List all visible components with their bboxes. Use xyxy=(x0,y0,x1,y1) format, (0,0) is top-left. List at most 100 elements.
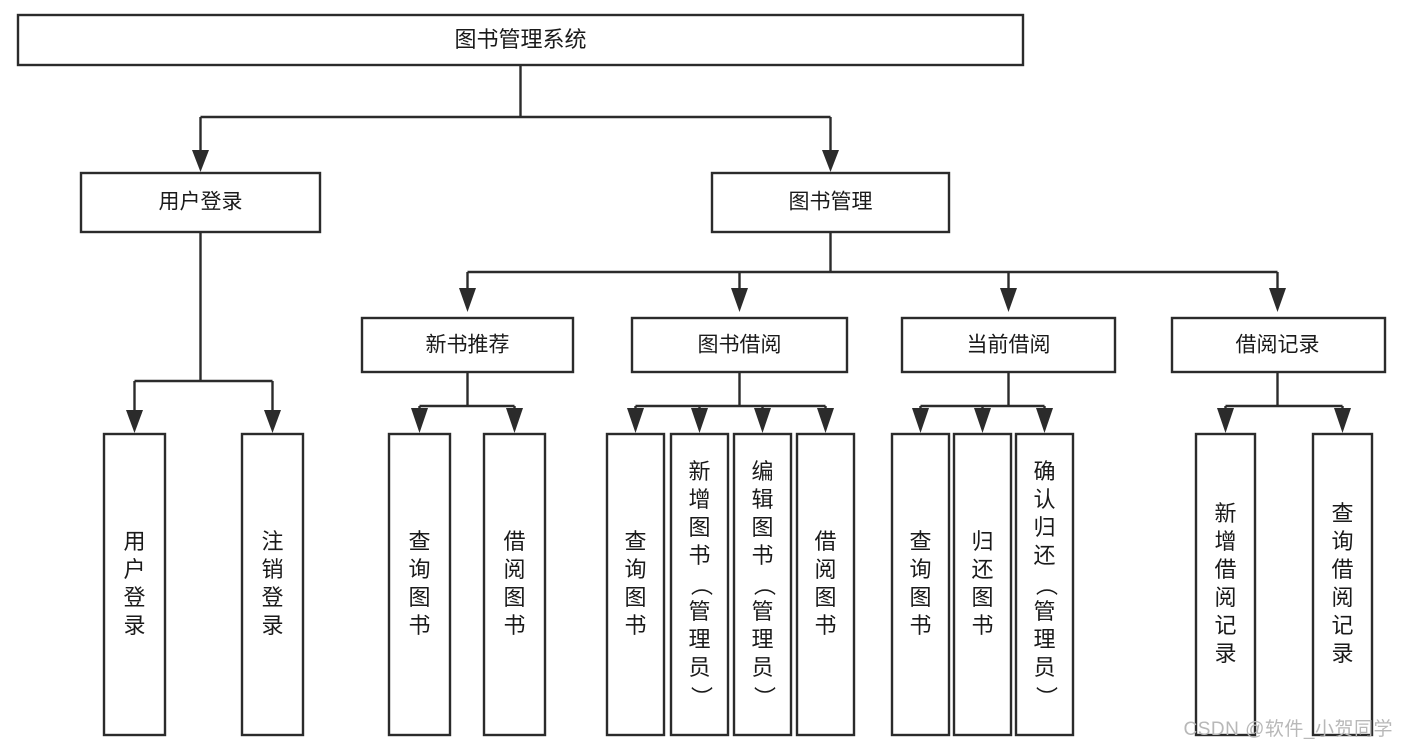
svg-text:员: 员 xyxy=(688,655,710,680)
node-book-management[interactable]: 图书管理 xyxy=(710,171,951,234)
svg-text:（: （ xyxy=(1034,574,1059,596)
leaf-nb-query-book-box[interactable] xyxy=(387,432,452,737)
node-user-login-label: 用户登录 xyxy=(159,191,243,214)
node-root-box[interactable] xyxy=(16,13,1025,67)
leaf-cb-query-book-box[interactable] xyxy=(890,432,951,737)
svg-text:书: 书 xyxy=(408,613,430,638)
arrow-head-borrow-record xyxy=(1269,288,1286,312)
svg-text:（: （ xyxy=(689,574,714,596)
leaf-bb-query-book-box[interactable] xyxy=(605,432,666,737)
svg-text:图: 图 xyxy=(624,585,646,610)
leaf-bb-borrow-book-box[interactable] xyxy=(795,432,856,737)
node-book-borrow-box[interactable] xyxy=(630,316,849,374)
svg-text:增: 增 xyxy=(688,487,710,512)
svg-text:查: 查 xyxy=(909,529,931,554)
leaf-cb-confirm-return-box[interactable] xyxy=(1014,432,1075,737)
svg-text:认: 认 xyxy=(1033,487,1055,512)
leaf-nb-borrow-book-box[interactable] xyxy=(482,432,547,737)
node-new-book-recommend-box[interactable] xyxy=(360,316,575,374)
connectors-group xyxy=(126,65,1351,433)
node-borrow-record-box[interactable] xyxy=(1170,316,1387,374)
leaf-br-add-record-box[interactable] xyxy=(1194,432,1257,737)
svg-text:增: 增 xyxy=(1214,529,1236,554)
arrow-head-bb-leaf-3 xyxy=(754,408,771,433)
leaf-cb-return-book-box[interactable] xyxy=(952,432,1013,737)
arrow-head-bb-leaf-1 xyxy=(627,408,644,433)
leaf-bb-add-book-box[interactable] xyxy=(669,432,730,737)
csdn-watermark: CSDN @软件_小贺同学 xyxy=(1183,719,1393,740)
svg-text:还: 还 xyxy=(971,557,993,582)
arrow-head-bb-leaf-4 xyxy=(817,408,834,433)
leaf-br-query-record-box[interactable] xyxy=(1311,432,1374,737)
svg-text:）: ） xyxy=(752,686,777,708)
node-user-login[interactable]: 用户登录 xyxy=(79,171,322,234)
svg-text:销: 销 xyxy=(261,557,283,582)
svg-text:书: 书 xyxy=(624,613,646,638)
arrow-head-nb-leaf-2 xyxy=(506,408,523,433)
leaf-node-user-login[interactable]: 用户登录 xyxy=(102,432,167,737)
svg-text:归: 归 xyxy=(971,529,993,554)
svg-text:图: 图 xyxy=(408,585,430,610)
leaf-bb-edit-book-box[interactable] xyxy=(732,432,793,737)
svg-text:登: 登 xyxy=(261,585,283,610)
svg-text:书: 书 xyxy=(503,613,525,638)
node-current-borrow-label: 当前借阅 xyxy=(967,334,1051,357)
node-current-borrow[interactable]: 当前借阅 xyxy=(900,316,1117,374)
svg-text:）: ） xyxy=(689,686,714,708)
arrow-head-cb-leaf-3 xyxy=(1036,408,1053,433)
svg-text:录: 录 xyxy=(1331,641,1353,666)
svg-text:归: 归 xyxy=(1033,515,1055,540)
node-root-book-management-system[interactable]: 图书管理系统 xyxy=(16,13,1025,67)
leaf-logout-box[interactable] xyxy=(240,432,305,737)
arrow-head-current-borrow xyxy=(1000,288,1017,312)
arrow-head-br-leaf-1 xyxy=(1217,408,1234,433)
node-user-login-box[interactable] xyxy=(79,171,322,234)
svg-text:记: 记 xyxy=(1214,613,1236,638)
node-new-book-recommend[interactable]: 新书推荐 xyxy=(360,316,575,374)
svg-text:借: 借 xyxy=(503,529,525,554)
svg-text:图: 图 xyxy=(751,515,773,540)
node-book-borrow[interactable]: 图书借阅 xyxy=(630,316,849,374)
svg-text:管: 管 xyxy=(688,599,710,624)
arrow-head-book-mgmt xyxy=(822,150,839,172)
node-borrow-record[interactable]: 借阅记录 xyxy=(1170,316,1387,374)
svg-text:管: 管 xyxy=(1033,599,1055,624)
svg-text:辑: 辑 xyxy=(751,487,773,512)
arrow-head-bb-leaf-2 xyxy=(691,408,708,433)
svg-text:借: 借 xyxy=(814,529,836,554)
leaf-user-login-box[interactable] xyxy=(102,432,167,737)
arrow-head-new-book xyxy=(459,288,476,312)
arrow-head-leaf-logout xyxy=(264,410,281,433)
arrow-head-user-login xyxy=(192,150,209,172)
svg-text:借: 借 xyxy=(1214,557,1236,582)
node-book-management-box[interactable] xyxy=(710,171,951,234)
svg-text:理: 理 xyxy=(688,627,710,652)
node-current-borrow-box[interactable] xyxy=(900,316,1117,374)
svg-text:录: 录 xyxy=(1214,641,1236,666)
svg-text:确: 确 xyxy=(1033,459,1055,484)
svg-text:书: 书 xyxy=(909,613,931,638)
svg-text:书: 书 xyxy=(751,543,773,568)
